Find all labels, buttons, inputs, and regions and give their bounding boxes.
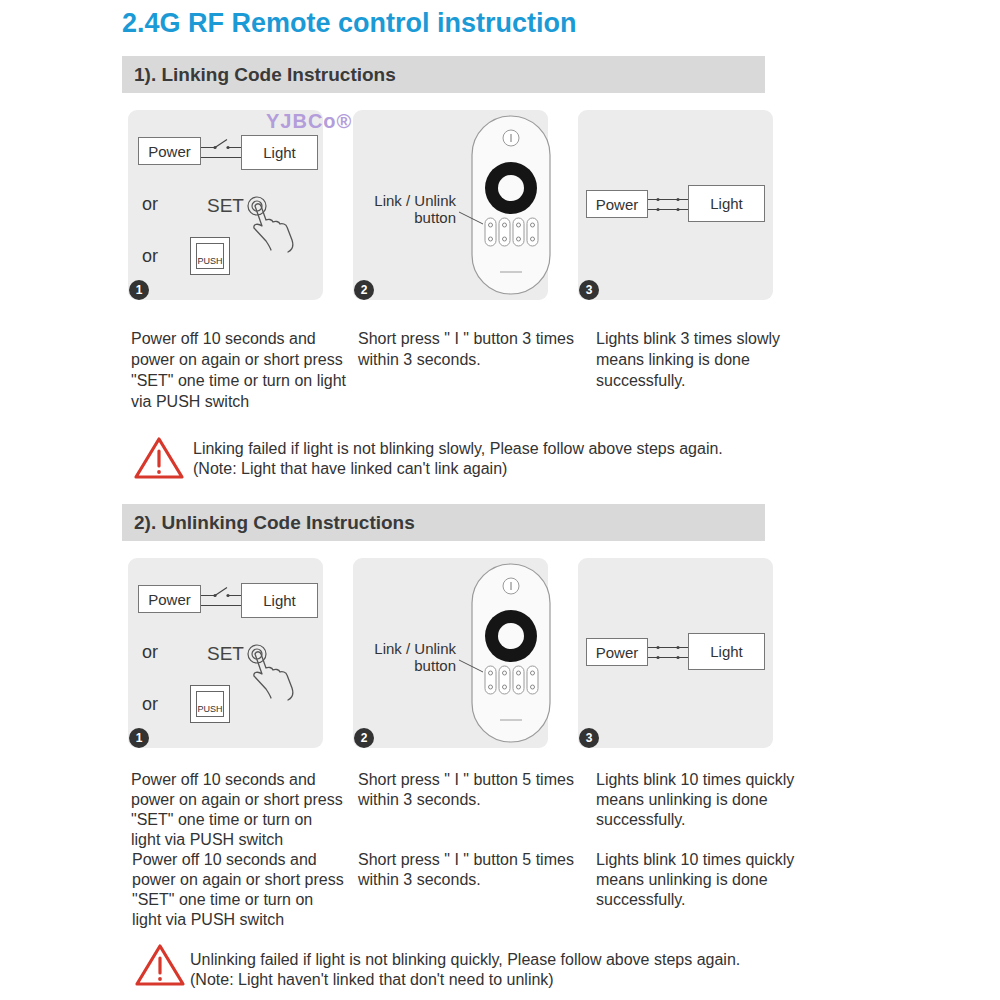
step-number-label: 2	[361, 731, 368, 745]
step-panel: Lights blink 10 times quickly means unli…	[578, 558, 773, 748]
step-number: 3	[579, 728, 599, 748]
step-panel: Lights blink 3 times slowly means linkin…	[578, 110, 773, 300]
step-panel: Link / Unlink buttonShort press " I " bu…	[353, 110, 548, 300]
step-number-label: 2	[361, 283, 368, 297]
section-header: 2). Unlinking Code Instructions	[122, 504, 765, 541]
power-wire	[648, 648, 688, 658]
panel-text: Short press " I " button 3 times within …	[358, 328, 583, 370]
panel-text: Lights blink 3 times slowly means linkin…	[596, 328, 796, 391]
warning-note: (Note: Light haven't linked that don't n…	[190, 970, 554, 990]
device-box: Power	[138, 137, 201, 165]
device-box-label: Light	[710, 643, 743, 660]
step-number: 1	[129, 280, 149, 300]
switch-contact	[213, 146, 216, 149]
push-switch: PUSH	[190, 237, 230, 275]
warning-note: (Note: Light that have linked can't link…	[193, 459, 507, 479]
duplicated-caption: Lights blink 10 times quickly means unli…	[596, 850, 796, 910]
wire-dot	[676, 198, 679, 201]
panel-backgrounds	[128, 110, 773, 748]
hand-icon	[248, 197, 293, 252]
warning-icon	[137, 946, 183, 984]
power-wire	[648, 200, 688, 210]
device-box: Light	[688, 633, 765, 670]
watermark: YJBCo®	[266, 110, 352, 133]
step-number: 2	[354, 728, 374, 748]
switch-lever	[215, 140, 227, 148]
panel-text: Power off 10 seconds and power on again …	[131, 328, 359, 412]
device-box: Light	[241, 583, 318, 618]
device-box: Power	[586, 190, 648, 218]
device-box: Light	[241, 135, 318, 170]
wire-dot	[676, 646, 679, 649]
step-panel: Link / Unlink buttonShort press " I " bu…	[353, 558, 548, 748]
page-title: 2.4G RF Remote control instruction	[122, 8, 577, 39]
wire-dot	[656, 656, 659, 659]
device-box: Power	[586, 638, 648, 666]
step-number-label: 3	[586, 731, 593, 745]
step-number: 2	[354, 280, 374, 300]
step-number-label: 3	[586, 283, 593, 297]
panel-text: Power off 10 seconds and power on again …	[131, 770, 343, 850]
hand-icon	[248, 645, 293, 700]
step-number-label: 1	[136, 731, 143, 745]
push-switch: PUSH	[190, 685, 230, 723]
panel-text: or	[142, 694, 158, 715]
remote-control	[459, 564, 550, 742]
duplicated-caption: Power off 10 seconds and power on again …	[132, 850, 344, 930]
wire-dot	[656, 198, 659, 201]
panel-ground	[128, 110, 323, 300]
section-header-label: 1). Linking Code Instructions	[134, 64, 396, 86]
device-box-label: Power	[596, 196, 639, 213]
device-box: Light	[688, 185, 765, 222]
warning-icon	[136, 439, 182, 477]
device-box: Power	[138, 585, 201, 613]
device-box-label: Power	[148, 143, 191, 160]
panel-text: or	[142, 642, 158, 663]
warning-text: Unlinking failed if light is not blinkin…	[190, 950, 740, 970]
set-button-label: SET	[207, 195, 244, 217]
panel-ground	[128, 558, 323, 748]
panel-text: Short press " I " button 5 times within …	[358, 770, 583, 810]
step-number-label: 1	[136, 283, 143, 297]
device-box-label: Light	[263, 592, 296, 609]
switch-contact	[226, 146, 229, 149]
device-box-label: Light	[710, 195, 743, 212]
section-header: 1). Linking Code Instructions	[122, 56, 765, 93]
wire-dot	[676, 208, 679, 211]
push-switch-label: PUSH	[196, 243, 224, 269]
set-button-label: SET	[207, 643, 244, 665]
push-switch-label: PUSH	[196, 691, 224, 717]
panel-text: Link / Unlink button	[361, 640, 456, 674]
panel-text: Link / Unlink button	[361, 192, 456, 226]
wire-dot	[676, 656, 679, 659]
panel-ground	[578, 110, 773, 300]
panel-ground	[578, 558, 773, 748]
device-box-label: Power	[148, 591, 191, 608]
panel-text: Lights blink 10 times quickly means unli…	[596, 770, 796, 830]
wire-dot	[656, 646, 659, 649]
panel-text: or	[142, 246, 158, 267]
duplicated-caption: Short press " I " button 5 times within …	[358, 850, 583, 890]
remote-control	[459, 116, 550, 294]
step-number: 1	[129, 728, 149, 748]
device-box-label: Light	[263, 144, 296, 161]
device-box-label: Power	[596, 644, 639, 661]
panel-text: or	[142, 194, 158, 215]
switch-contact	[226, 594, 229, 597]
switch-contact	[213, 594, 216, 597]
section-header-label: 2). Unlinking Code Instructions	[134, 512, 415, 534]
warning-text: Linking failed if light is not blinking …	[193, 439, 723, 459]
switch-lever	[215, 588, 227, 596]
step-number: 3	[579, 280, 599, 300]
wire-dot	[656, 208, 659, 211]
